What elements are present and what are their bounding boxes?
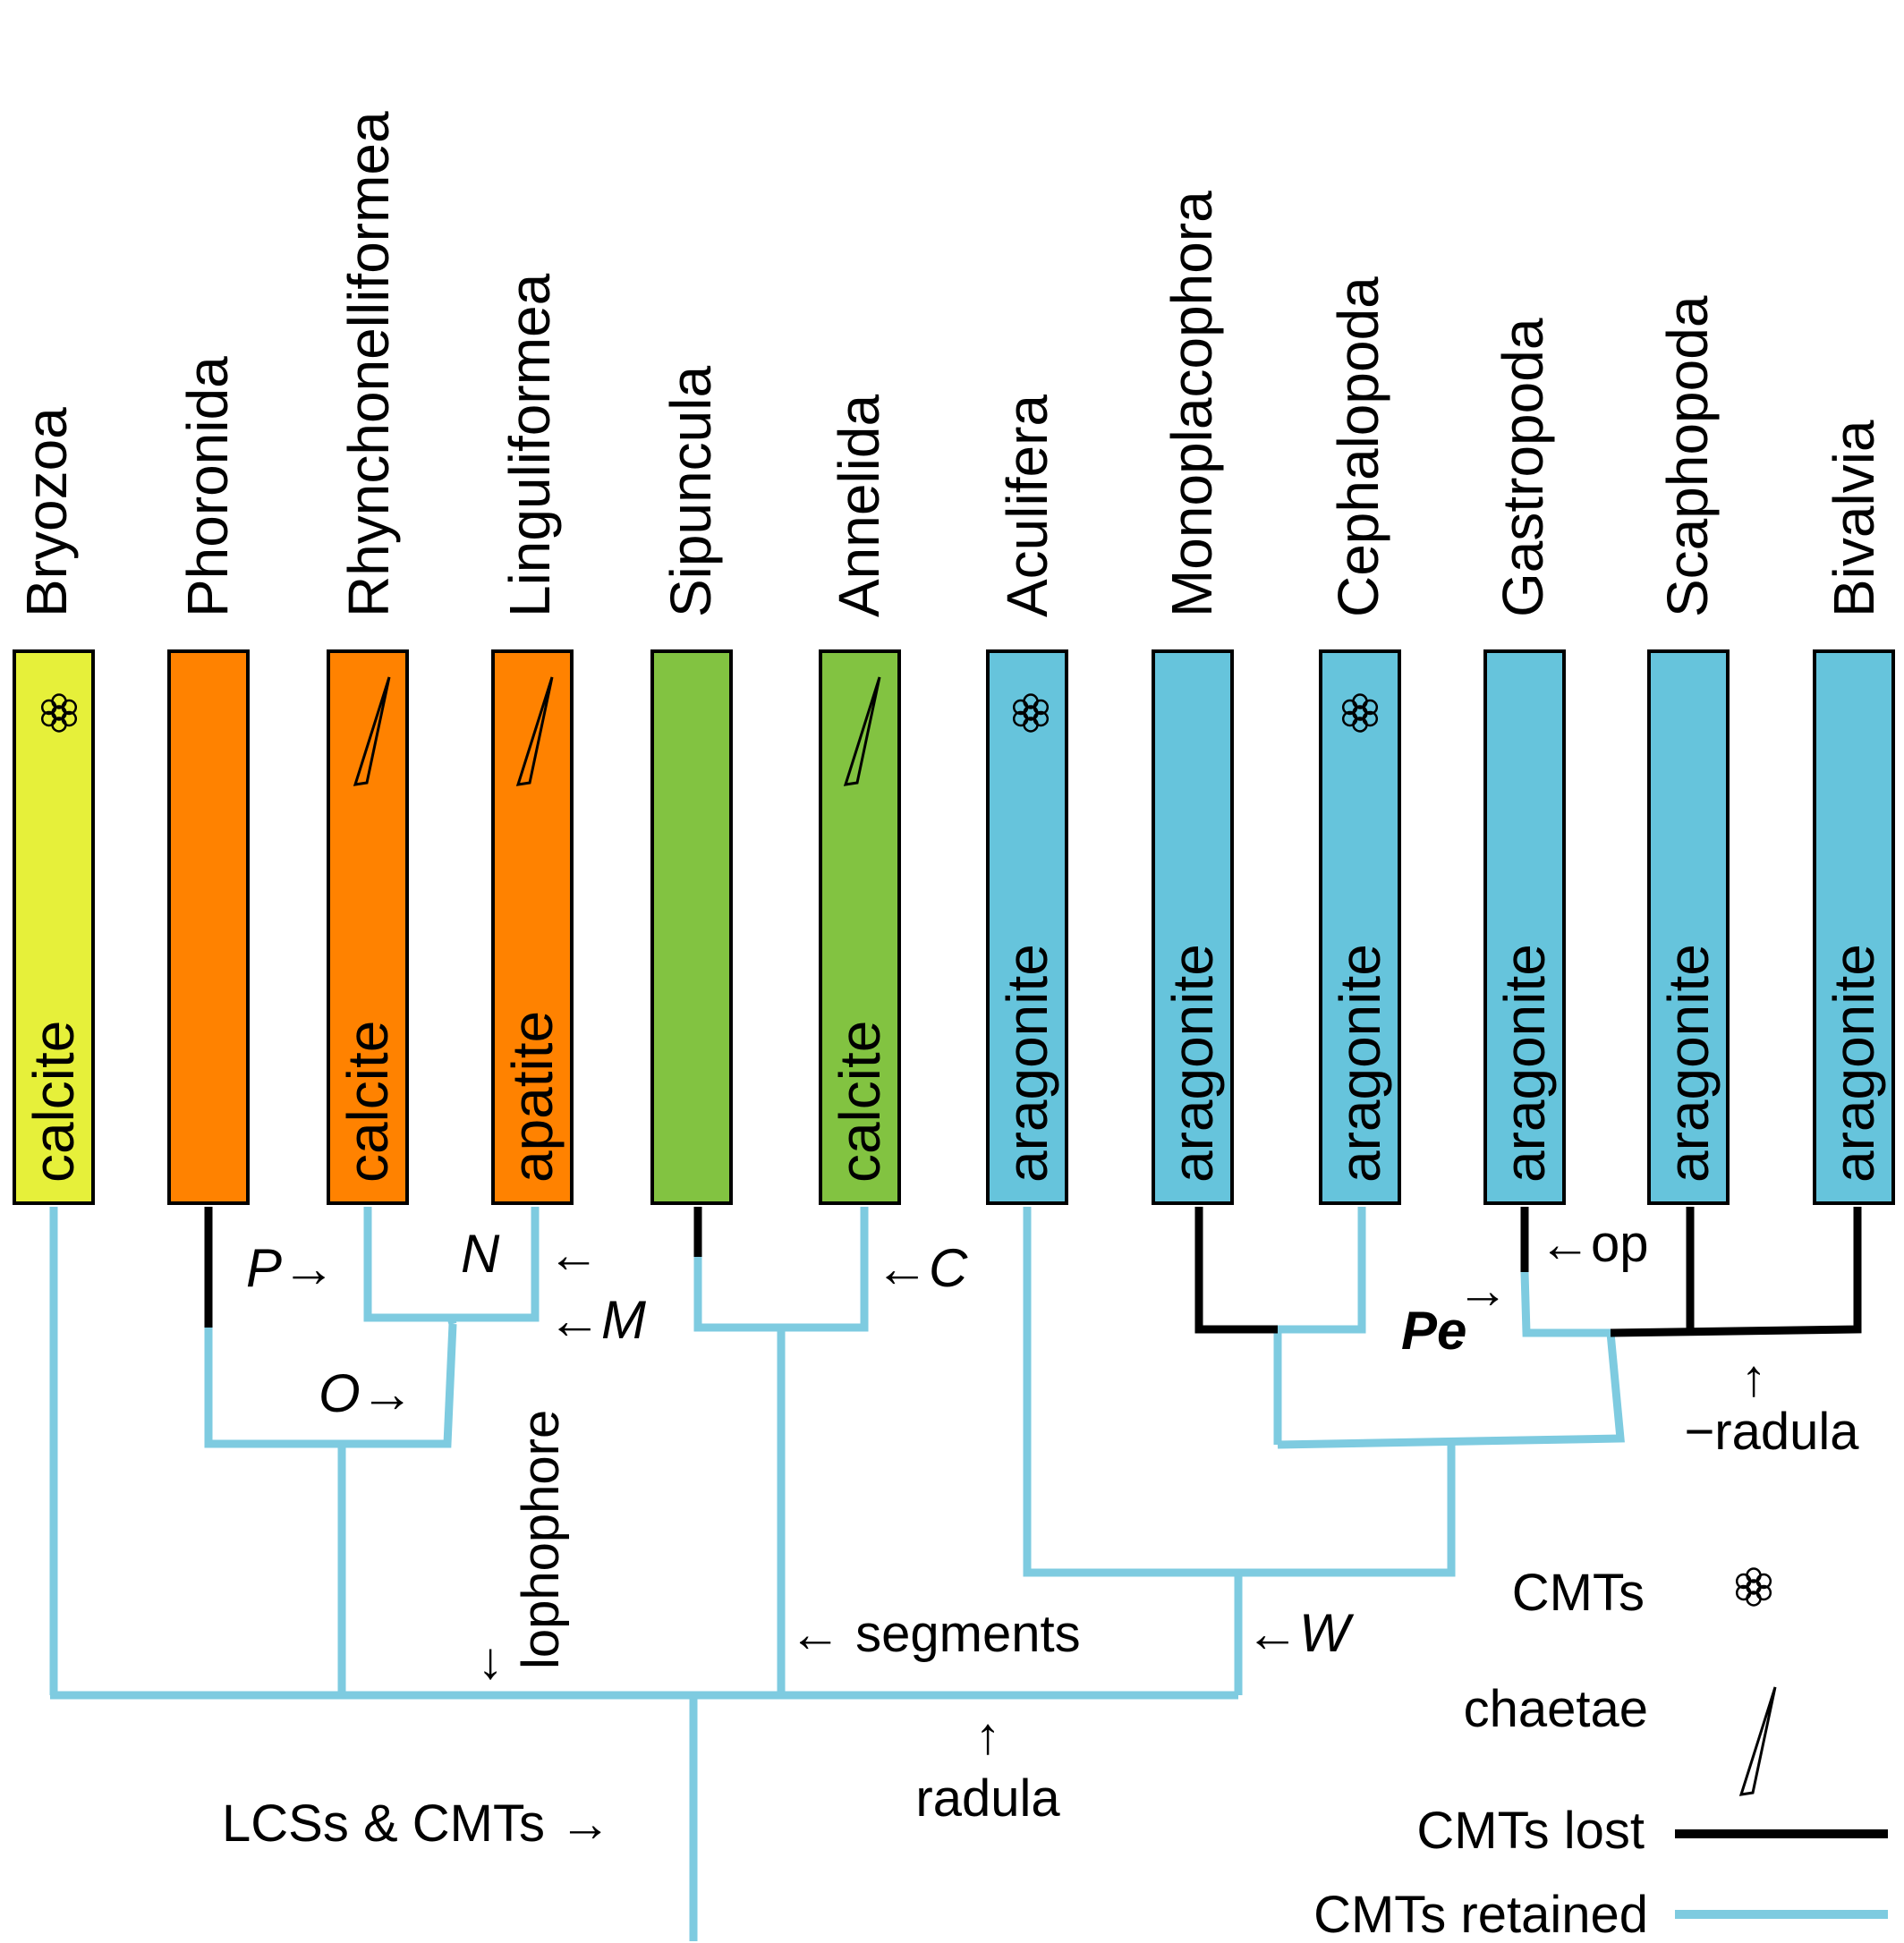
mineral-label-aculifera: aragonite (995, 944, 1059, 1183)
taxon-label-bryozoa: Bryozoa (14, 407, 79, 617)
mineral-label-scaphopoda: aragonite (1656, 944, 1721, 1183)
mineral-label-linguliformea: apatite (500, 1011, 565, 1183)
taxon-label-monoplacophora: Monoplacophora (1160, 191, 1224, 617)
branch-scaphopoda-bivalvia-lost (1610, 1207, 1862, 1337)
taxon-label-scaphopoda: Scaphopoda (1655, 295, 1720, 617)
taxon-label-linguliformea: Linguliformea (497, 273, 562, 617)
annotation-n: N (461, 1224, 500, 1284)
branch-aculifera-conchifera (1023, 1207, 1456, 1577)
annotation-root: LCSs & CMTs → (222, 1795, 611, 1853)
taxon-box-cephalopoda (1319, 649, 1401, 1205)
mineral-label-annelida: calcite (828, 1021, 892, 1183)
taxon-box-bryozoa (13, 649, 95, 1205)
tree-branches-retained (49, 1207, 1625, 1941)
taxon-label-rhynchonelliformea: Rhynchonelliformea (336, 111, 401, 617)
annotation-segments: ← segments (789, 1605, 1081, 1663)
mineral-label-bryozoa: calcite (21, 1021, 86, 1183)
annotation-radula-loss: −radula (1684, 1403, 1859, 1461)
taxon-box-bivalvia (1813, 649, 1895, 1205)
branch-brachiopod-stem (446, 1316, 457, 1326)
branch-sipuncula-annelida (693, 1207, 869, 1332)
taxon-label-phoronida: Phoronida (175, 356, 240, 617)
branch-phoronida-brachiopoda-join (204, 1323, 457, 1448)
taxon-box-phoronida (167, 649, 250, 1205)
annotation-pe: Pe (1401, 1301, 1466, 1361)
annotation-w: ←W (1245, 1603, 1355, 1663)
mineral-label-gastropoda: aragonite (1492, 944, 1557, 1183)
taxon-box-monoplacophora (1152, 649, 1234, 1205)
taxon-boxes (13, 649, 1895, 1205)
annotation-lophophore: lophophore (512, 1410, 570, 1669)
tree-annotations: P→ N ← ←M O→ ←C ←op Pe → ↑ −radula lopho… (222, 1215, 1859, 1853)
taxon-label-cephalopoda: Cephalopoda (1326, 276, 1390, 617)
taxon-box-scaphopoda (1647, 649, 1730, 1205)
taxon-label-bivalvia: Bivalvia (1822, 420, 1886, 617)
mineral-label-rhynchonelliformea: calcite (336, 1021, 400, 1183)
taxon-labels: Bryozoa Phoronida Rhynchonelliformea Lin… (14, 111, 1886, 617)
mineral-label-monoplacophora: aragonite (1160, 944, 1225, 1183)
tree-branches-lost (204, 1207, 1862, 1337)
legend-chaetae-label: chaetae (1464, 1680, 1648, 1738)
mineral-labels: calcite calcite apatite calcite aragonit… (21, 944, 1886, 1183)
taxon-label-aculifera: Aculifera (995, 395, 1059, 617)
mineral-label-bivalvia: aragonite (1822, 944, 1886, 1183)
taxon-box-gastropoda (1483, 649, 1566, 1205)
branch-brachiopoda-join (363, 1207, 540, 1322)
legend: CMTs chaetae CMTs lost CMTs retained (1313, 1564, 1888, 1943)
taxon-box-annelida (819, 649, 901, 1205)
annotation-pe-arrow: → (1457, 1261, 1509, 1319)
legend-cmt-icon (1735, 1567, 1772, 1607)
annotation-radula-arrow: ↑ (975, 1707, 1001, 1765)
taxon-label-sipuncula: Sipuncula (659, 366, 723, 618)
legend-cmts-label: CMTs (1512, 1564, 1645, 1622)
mineral-label-cephalopoda: aragonite (1328, 944, 1392, 1183)
legend-lost-label: CMTs lost (1416, 1802, 1645, 1860)
annotation-radula: radula (915, 1769, 1060, 1828)
branch-gastropoda (1520, 1271, 1611, 1337)
annotation-c: ←C (875, 1238, 968, 1298)
taxon-box-aculifera (986, 649, 1068, 1205)
legend-chaeta-icon (1739, 1685, 1777, 1796)
branch-monoplacophora-lost (1194, 1207, 1278, 1334)
annotation-p: P→ (246, 1238, 336, 1298)
branch-conchifera-join (1277, 1332, 1625, 1449)
branch-monoplacophora-cephalopoda (1273, 1207, 1366, 1445)
annotation-lophophore-arrow: ↓ (478, 1632, 504, 1690)
taxon-label-gastropoda: Gastropoda (1491, 318, 1555, 617)
taxon-label-annelida: Annelida (827, 395, 891, 618)
annotation-n-arrow: ← (548, 1226, 599, 1284)
legend-retained-label: CMTs retained (1313, 1886, 1648, 1943)
annotation-o: O→ (319, 1363, 414, 1423)
annotation-m: ←M (548, 1290, 646, 1350)
annotation-op: ←op (1539, 1215, 1649, 1273)
annotation-radula-loss-arrow: ↑ (1741, 1349, 1767, 1407)
taxon-box-sipuncula (650, 649, 733, 1205)
